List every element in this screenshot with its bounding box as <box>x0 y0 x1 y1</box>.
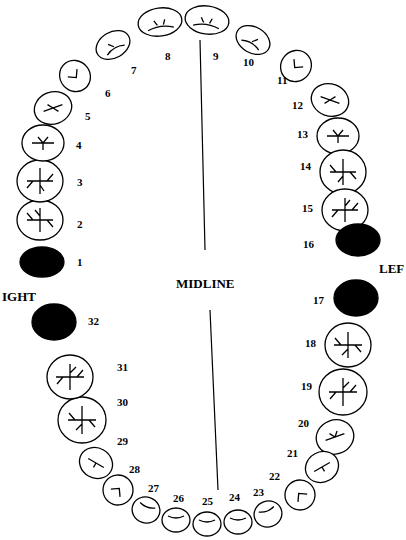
tooth-number: 5 <box>85 111 91 122</box>
tooth-number: 27 <box>148 483 159 494</box>
tooth-number: 4 <box>76 140 82 151</box>
tooth-number: 9 <box>213 51 219 62</box>
tooth-number: 20 <box>298 418 309 429</box>
tooth-number: 29 <box>117 436 128 447</box>
tooth-number: 22 <box>269 471 280 482</box>
side-label: IGHT <box>2 290 36 303</box>
lower-teeth <box>32 280 378 536</box>
tooth-number: 19 <box>301 381 312 392</box>
tooth-number: 21 <box>287 448 298 459</box>
midline-line <box>200 40 205 250</box>
tooth-number: 31 <box>117 362 128 373</box>
tooth-number: 12 <box>292 100 303 111</box>
upper-teeth <box>17 3 380 277</box>
tooth-number: 28 <box>129 464 140 475</box>
tooth-number: 8 <box>165 51 171 62</box>
tooth-number: 25 <box>202 496 213 507</box>
tooth-number: 2 <box>77 219 83 230</box>
midline-line <box>210 310 218 490</box>
tooth-number: 14 <box>300 161 311 172</box>
tooth-number: 30 <box>117 397 128 408</box>
tooth-number: 11 <box>277 75 287 86</box>
side-label: LEF <box>379 262 404 275</box>
tooth-number: 15 <box>302 203 313 214</box>
tooth-number: 16 <box>303 239 314 250</box>
tooth-number: 3 <box>77 177 83 188</box>
midline-label: MIDLINE <box>176 277 235 290</box>
tooth-number: 17 <box>313 295 324 306</box>
tooth-number: 13 <box>297 129 308 140</box>
tooth-number: 10 <box>243 57 254 68</box>
tooth-number: 32 <box>88 316 99 327</box>
tooth-number: 24 <box>229 492 240 503</box>
tooth-number: 26 <box>173 493 184 504</box>
tooth-number: 18 <box>305 338 316 349</box>
tooth-number: 23 <box>253 487 264 498</box>
tooth-number: 7 <box>131 65 137 76</box>
tooth-number: 1 <box>77 257 83 268</box>
tooth-number: 6 <box>105 88 111 99</box>
